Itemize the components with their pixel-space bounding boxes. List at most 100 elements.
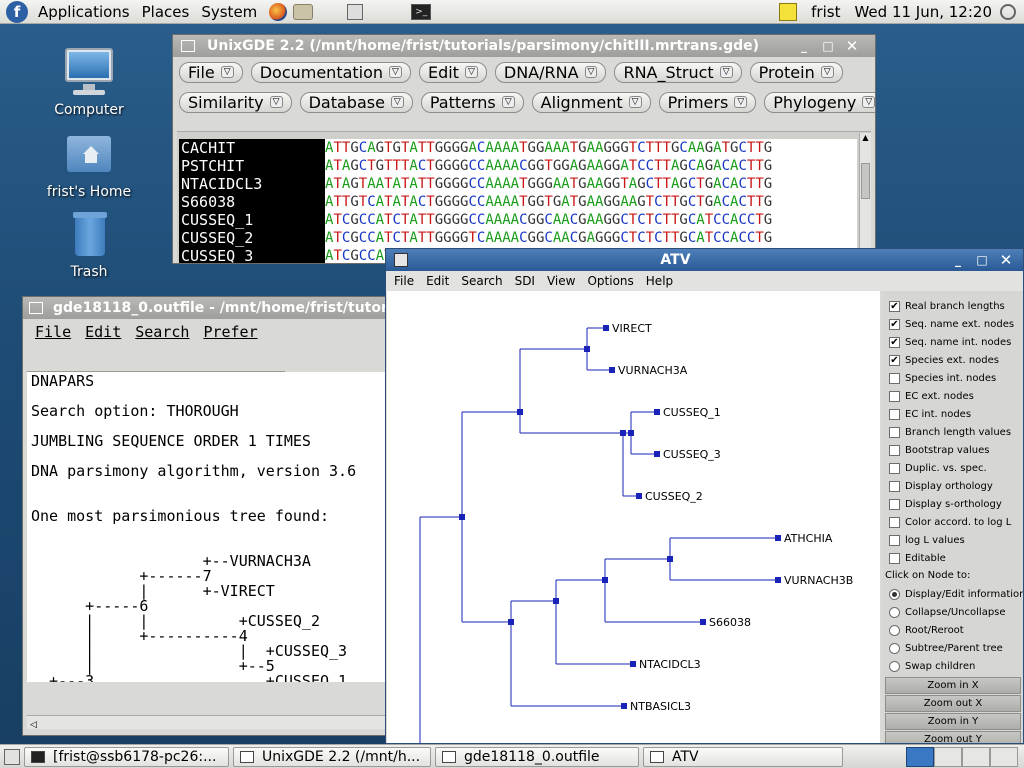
tree-leaf-label[interactable]: CUSSEQ_2 xyxy=(645,490,703,503)
scroll-thumb[interactable] xyxy=(861,163,870,199)
option-checkbox[interactable]: Branch length values xyxy=(883,423,1023,441)
option-checkbox[interactable]: ✔Species ext. nodes xyxy=(883,351,1023,369)
tree-internal-node[interactable] xyxy=(508,619,514,625)
tree-leaf-label[interactable]: VURNACH3A xyxy=(618,364,688,377)
window-menu-icon[interactable] xyxy=(29,302,43,314)
option-radio[interactable]: Root/Reroot xyxy=(883,621,1023,639)
tree-internal-node[interactable] xyxy=(628,430,634,436)
desktop-computer[interactable]: Computer xyxy=(34,46,144,118)
option-radio[interactable]: Collapse/Uncollapse xyxy=(883,603,1023,621)
radio-icon[interactable] xyxy=(889,642,900,654)
tree-leaf-node[interactable] xyxy=(630,661,636,667)
tree-internal-node[interactable] xyxy=(553,598,559,604)
sequence-row[interactable]: ATTGCAGTGTATTGGGGACAAAATGGAAATGAAGGGTCTT… xyxy=(325,140,773,156)
network-icon[interactable] xyxy=(1000,3,1016,20)
zoom-button[interactable]: Zoom in X xyxy=(885,677,1021,694)
outfile-menu-search[interactable]: Search xyxy=(135,323,190,341)
option-checkbox[interactable]: Display orthology xyxy=(883,477,1023,495)
maximize-icon[interactable]: □ xyxy=(822,39,834,53)
workspace-4[interactable] xyxy=(990,746,1018,767)
checkbox-icon[interactable] xyxy=(889,426,900,438)
gde-menu-phylogeny[interactable]: Phylogeny▽ xyxy=(764,91,875,113)
window-menu-icon[interactable] xyxy=(181,40,195,52)
tree-leaf-label[interactable]: NTBASICL3 xyxy=(630,700,691,713)
close-icon[interactable]: ✕ xyxy=(999,251,1013,269)
checkbox-checked-icon[interactable]: ✔ xyxy=(889,300,900,312)
tree-leaf-label[interactable]: NTACIDCL3 xyxy=(639,658,701,671)
notes-icon[interactable] xyxy=(779,2,798,21)
option-radio[interactable]: Subtree/Parent tree xyxy=(883,639,1023,657)
tree-leaf-label[interactable]: VIRECT xyxy=(612,322,652,335)
checkbox-icon[interactable] xyxy=(889,390,900,402)
task-terminal[interactable]: [frist@ssb6178-pc26:... xyxy=(24,746,229,767)
close-icon[interactable]: ✕ xyxy=(845,37,859,55)
terminal-icon[interactable]: >_ xyxy=(411,3,432,20)
tree-leaf-label[interactable]: CUSSEQ_1 xyxy=(663,406,721,419)
task-outfile[interactable]: gde18118_0.outfile xyxy=(435,746,639,767)
outfile-menu-prefer[interactable]: Prefer xyxy=(203,323,258,341)
sequence-name[interactable]: CUSSEQ_1 xyxy=(181,211,254,229)
minimize-icon[interactable]: _ xyxy=(955,253,961,267)
zoom-button[interactable]: Zoom out X xyxy=(885,695,1021,712)
checkbox-checked-icon[interactable]: ✔ xyxy=(889,318,900,330)
tree-internal-node[interactable] xyxy=(584,346,590,352)
checkbox-icon[interactable] xyxy=(889,480,900,492)
workspace-1[interactable] xyxy=(906,746,934,767)
gde-menu-primers[interactable]: Primers▽ xyxy=(658,91,757,113)
option-checkbox[interactable]: Duplic. vs. spec. xyxy=(883,459,1023,477)
atv-menu-help[interactable]: Help xyxy=(645,274,674,288)
zoom-button[interactable]: Zoom in Y xyxy=(885,713,1021,730)
checkbox-icon[interactable] xyxy=(889,534,900,546)
option-checkbox[interactable]: ✔Seq. name ext. nodes xyxy=(883,315,1023,333)
checkbox-icon[interactable] xyxy=(889,516,900,528)
atv-menu-options[interactable]: Options xyxy=(587,274,634,288)
applications-menu[interactable]: Applications xyxy=(38,2,130,21)
tree-internal-node[interactable] xyxy=(602,577,608,583)
fedora-logo-icon[interactable]: f xyxy=(6,0,28,23)
places-menu[interactable]: Places xyxy=(141,2,190,21)
sequence-name[interactable]: PSTCHIT xyxy=(181,157,245,175)
checkbox-icon[interactable] xyxy=(889,552,900,564)
atv-titlebar[interactable]: ATV _ □ ✕ xyxy=(386,249,1023,271)
tree-internal-node[interactable] xyxy=(517,409,523,415)
option-checkbox[interactable]: Editable xyxy=(883,549,1023,567)
tree-leaf-label[interactable]: CUSSEQ_3 xyxy=(663,448,721,461)
radio-icon[interactable] xyxy=(889,624,900,636)
sequence-name[interactable]: S66038 xyxy=(181,193,236,211)
option-checkbox[interactable]: EC ext. nodes xyxy=(883,387,1023,405)
gde-menu-rna-struct[interactable]: RNA_Struct▽ xyxy=(614,61,742,83)
gde-menu-documentation[interactable]: Documentation▽ xyxy=(250,61,411,83)
system-menu[interactable]: System xyxy=(201,2,258,21)
tree-leaf-node[interactable] xyxy=(609,367,615,373)
checkbox-checked-icon[interactable]: ✔ xyxy=(889,354,900,366)
gde-menu-file[interactable]: File▽ xyxy=(179,61,243,83)
sequence-name[interactable]: CACHIT xyxy=(181,139,236,157)
atv-menu-edit[interactable]: Edit xyxy=(426,274,450,288)
gde-menu-patterns[interactable]: Patterns▽ xyxy=(420,91,524,113)
tree-leaf-node[interactable] xyxy=(603,325,609,331)
atv-menu-file[interactable]: File xyxy=(394,274,415,288)
desktop-trash[interactable]: Trash xyxy=(34,208,144,280)
text-editor-icon[interactable] xyxy=(347,3,364,20)
option-radio[interactable]: Display/Edit information xyxy=(883,585,1023,603)
atv-menu-view[interactable]: View xyxy=(546,274,576,288)
option-checkbox[interactable]: Display s-orthology xyxy=(883,495,1023,513)
tree-leaf-node[interactable] xyxy=(775,577,781,583)
atv-menu-search[interactable]: Search xyxy=(461,274,503,288)
workspace-2[interactable] xyxy=(934,746,962,767)
gde-scrollbar[interactable]: ▲ xyxy=(859,133,871,263)
show-desktop-icon[interactable] xyxy=(4,748,20,765)
tree-leaf-node[interactable] xyxy=(636,493,642,499)
sequence-name[interactable]: CUSSEQ_2 xyxy=(181,229,254,247)
java-icon[interactable] xyxy=(394,253,408,267)
gde-titlebar[interactable]: UnixGDE 2.2 (/mnt/home/frist/tutorials/p… xyxy=(173,35,875,57)
phylogenetic-tree[interactable]: VIRECTVURNACH3ACUSSEQ_1CUSSEQ_3CUSSEQ_2A… xyxy=(387,291,880,744)
gde-menu-dna-rna[interactable]: DNA/RNA▽ xyxy=(494,61,607,83)
radio-icon[interactable] xyxy=(889,588,900,600)
gde-menu-alignment[interactable]: Alignment▽ xyxy=(531,91,651,113)
tree-leaf-node[interactable] xyxy=(654,451,660,457)
sequence-row[interactable]: ATCGCCATCTATTGGGGTCAAAACGGCAACGAGGGCTCTC… xyxy=(325,230,773,246)
